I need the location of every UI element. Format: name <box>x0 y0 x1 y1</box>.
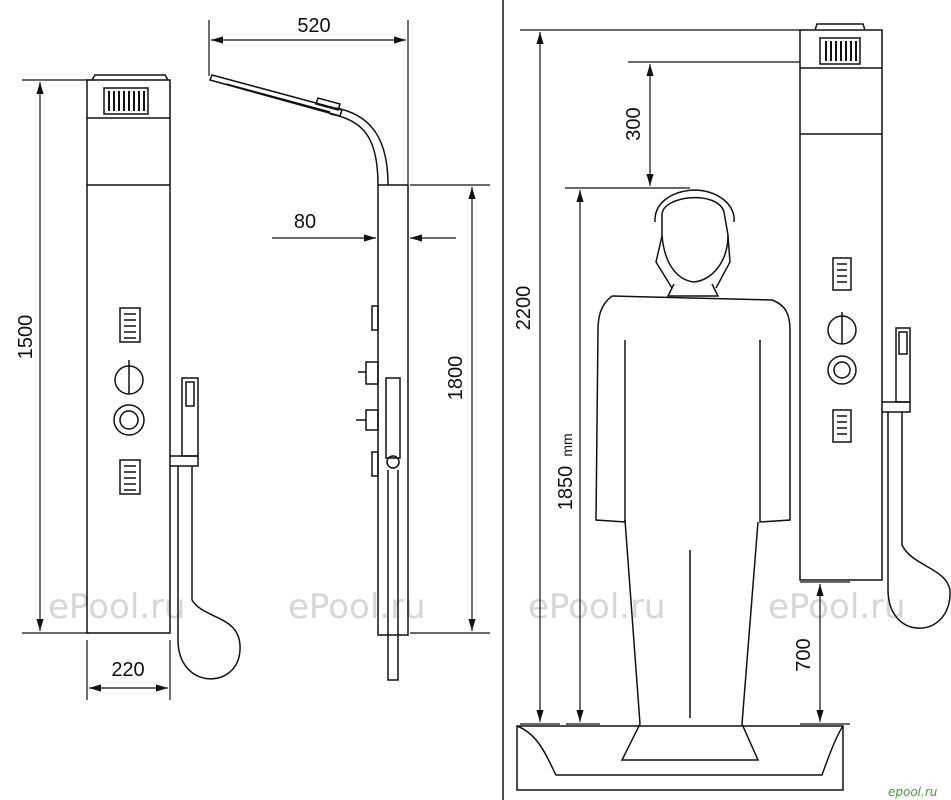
dim-80: 80 <box>294 211 316 233</box>
dim-1500: 1500 <box>15 315 37 360</box>
front-dimensions <box>22 79 171 700</box>
watermark-3: ePool.ru <box>528 587 666 627</box>
dim-700: 700 <box>793 638 815 671</box>
dim-520: 520 <box>297 15 330 37</box>
watermark-2: ePool.ru <box>288 587 426 627</box>
person-figure <box>595 189 791 761</box>
site-logo: epool.ru <box>888 785 938 799</box>
front-view-panel <box>86 74 241 680</box>
watermark-4: ePool.ru <box>768 587 906 627</box>
right-panel <box>799 23 951 629</box>
floor-base <box>516 725 844 791</box>
diverter-knob-icon <box>113 404 145 436</box>
nozzle-upper-icon <box>119 307 141 343</box>
side-view-panel <box>208 74 409 681</box>
front-grille-icon <box>108 91 145 111</box>
watermark-1: ePool.ru <box>48 587 186 627</box>
dim-2200: 2200 <box>513 286 535 331</box>
side-diverter-icon <box>365 409 379 431</box>
right-dimensions <box>520 29 850 725</box>
side-mixer-icon <box>365 361 379 385</box>
dim-1800: 1800 <box>445 356 467 401</box>
dim-1850-unit: mm <box>559 433 575 456</box>
dim-220: 220 <box>111 659 144 681</box>
nozzle-lower-icon <box>119 459 141 495</box>
hand-shower-icon <box>181 377 199 457</box>
dim-300: 300 <box>623 107 645 140</box>
shower-hose-icon <box>177 466 241 680</box>
side-hand-shower-icon <box>385 377 401 459</box>
side-dimensions <box>208 20 490 634</box>
dim-1850: 1850 <box>555 466 577 511</box>
watermarks: ePool.ru ePool.ru ePool.ru ePool.ru <box>48 587 906 627</box>
